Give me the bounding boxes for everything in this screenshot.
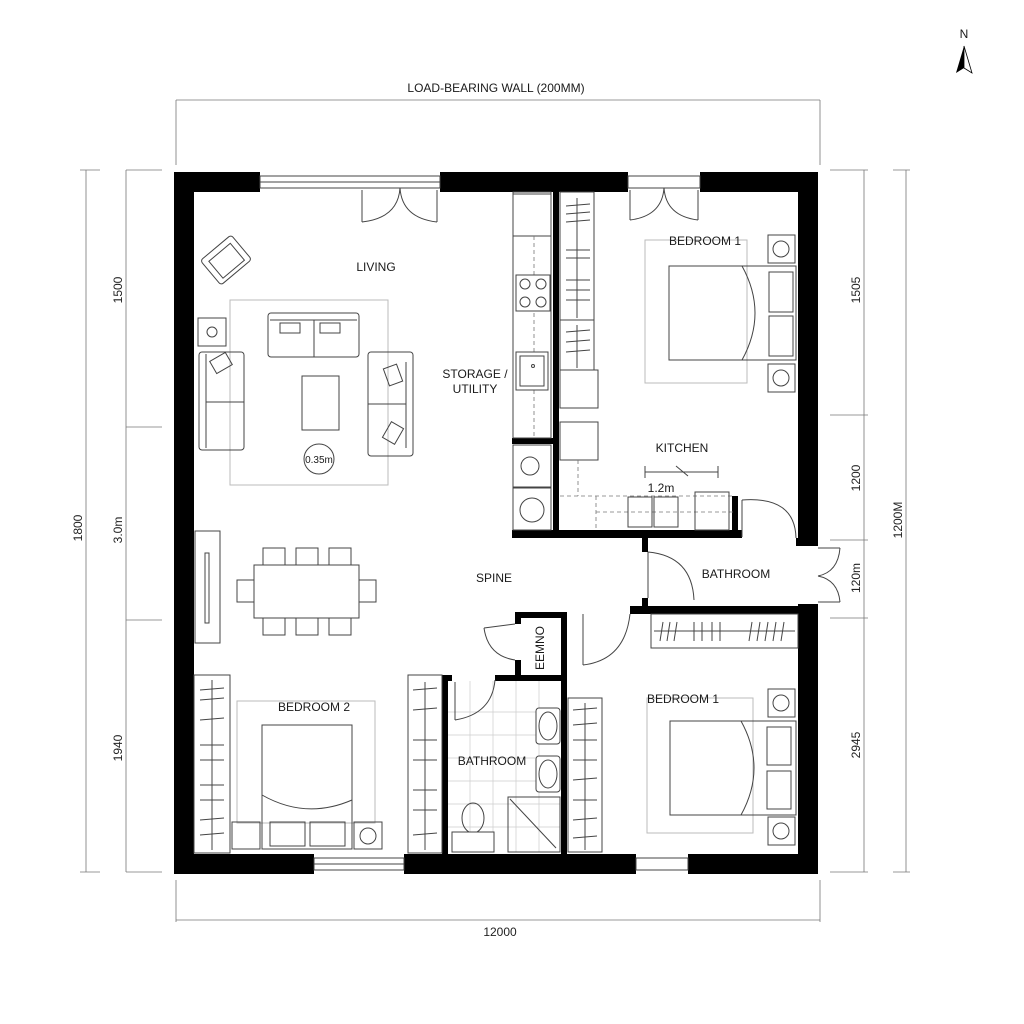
storage-counter: [512, 191, 552, 531]
exterior-walls: [174, 172, 818, 874]
svg-text:1200M: 1200M: [891, 502, 905, 539]
bedroom2-rug: [236, 700, 376, 824]
bedroom2-wardrobe: [193, 674, 231, 854]
svg-text:0.35m: 0.35m: [305, 455, 333, 466]
svg-text:12000: 12000: [483, 925, 517, 939]
exterior-double-door[interactable]: [817, 547, 841, 603]
bathroom-hall-door[interactable]: [647, 551, 695, 601]
nightstand: [767, 234, 796, 393]
svg-text:120m: 120m: [849, 563, 863, 593]
room-label-utility: UTILITY: [453, 382, 498, 396]
room-label-bedroom1-top: BEDROOM 1: [669, 234, 741, 248]
vanity-sinks: [535, 707, 561, 793]
kitchen-width-dimension: 1.2m: [644, 465, 719, 495]
svg-text:1800: 1800: [71, 514, 85, 541]
windows: [259, 175, 701, 871]
living-rug: [229, 299, 389, 486]
closet-door[interactable]: [483, 623, 516, 661]
bedroom2-wardrobe-right: [407, 674, 443, 854]
svg-text:1200: 1200: [849, 464, 863, 491]
living-double-door[interactable]: [361, 187, 438, 223]
svg-text:1500: 1500: [111, 276, 125, 303]
washer-icon: [520, 456, 540, 476]
kitchen-door[interactable]: [741, 499, 797, 539]
room-label-bathroom-hall: BATHROOM: [702, 567, 770, 581]
bedroom1-bottom-rug: [646, 697, 754, 834]
room-label-bedroom1-bottom: BEDROOM 1: [647, 692, 719, 706]
toilet-icon: [451, 802, 495, 853]
dryer-icon: [519, 497, 545, 523]
north-arrow-icon: N: [956, 27, 973, 74]
svg-text:N: N: [960, 27, 969, 41]
svg-text:3.0m: 3.0m: [111, 517, 125, 544]
svg-text:1940: 1940: [111, 734, 125, 761]
sofa-right: [367, 351, 414, 457]
room-label-storage: STORAGE /: [442, 367, 508, 381]
bottom-dimension: 12000: [175, 880, 821, 939]
bedroom1-bottom-wardrobe-top: [650, 613, 799, 649]
tv-console: [194, 530, 221, 644]
sofa-top: [267, 312, 360, 358]
bathroom-door[interactable]: [454, 679, 496, 721]
bedroom1-top-double-door[interactable]: [629, 187, 699, 221]
kitchen-cabinets: [559, 191, 735, 531]
room-label-closet: EEMNO: [533, 626, 547, 670]
room-label-kitchen: KITCHEN: [656, 441, 709, 455]
cooktop-icon: [515, 274, 551, 312]
right-dimensions: 1505 1200 120m 2945 1200M: [830, 169, 910, 873]
coffee-table: [301, 375, 340, 431]
round-table: 0.35m: [303, 443, 335, 475]
armchair: [201, 235, 251, 285]
bedroom1-bottom-wardrobe-left: [567, 697, 603, 853]
interior-walls: [442, 192, 816, 855]
bedroom1-bottom-door[interactable]: [582, 613, 631, 666]
room-label-bedroom2: BEDROOM 2: [278, 700, 350, 714]
dining-table: [236, 547, 377, 636]
room-label-spine: SPINE: [476, 571, 512, 585]
plan-title: LOAD-BEARING WALL (200MM): [407, 81, 584, 95]
room-label-living: LIVING: [356, 260, 395, 274]
left-dimensions: 1800 1500 3.0m 1940: [71, 169, 162, 873]
shower-icon: [507, 796, 561, 853]
bed-top: [668, 265, 797, 361]
bedroom1-top-rug: [644, 239, 748, 384]
nightstand-bottom: [767, 688, 796, 846]
svg-text:2945: 2945: [849, 731, 863, 758]
svg-text:1505: 1505: [849, 276, 863, 303]
bed-bedroom2: [231, 724, 383, 850]
side-table-plant-icon: [197, 317, 227, 347]
bed-bedroom1-bottom: [669, 720, 797, 816]
sofa-left: [198, 351, 245, 451]
svg-text:1.2m: 1.2m: [648, 481, 675, 495]
room-label-bathroom-small: BATHROOM: [458, 754, 526, 768]
sink-icon: [515, 351, 549, 391]
